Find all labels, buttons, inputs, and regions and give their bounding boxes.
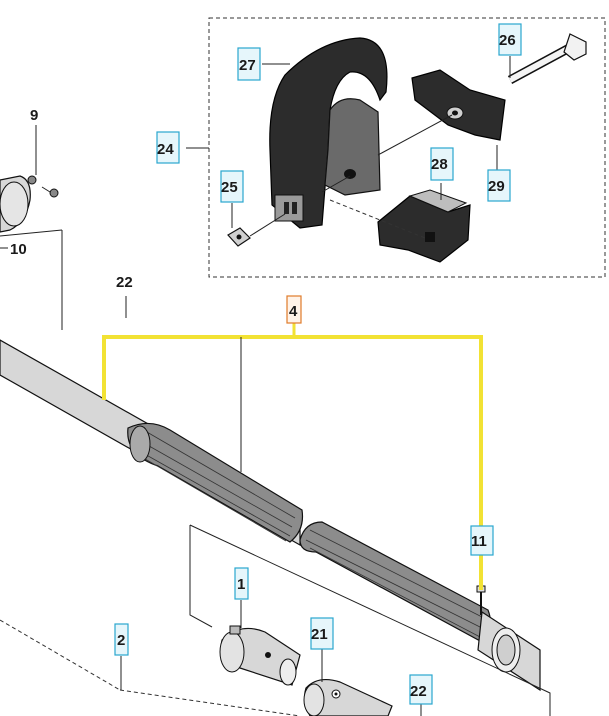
svg-text:21: 21 <box>311 626 328 643</box>
svg-text:28: 28 <box>431 156 448 173</box>
coupling-part-left <box>0 175 59 233</box>
svg-text:11: 11 <box>471 533 487 550</box>
callout-22-upper: 22 <box>116 274 133 291</box>
svg-text:24: 24 <box>157 141 174 158</box>
callout-11: 11 <box>470 525 494 556</box>
callout-10: 10 <box>10 241 27 258</box>
assembly-4-highlight-bracket <box>102 322 483 590</box>
bolt-part <box>507 33 587 84</box>
drive-shaft-tube <box>0 339 304 547</box>
callout-29: 29 <box>487 169 511 202</box>
callout-9: 9 <box>30 107 38 124</box>
clamp-block-part <box>377 189 471 263</box>
svg-text:25: 25 <box>221 179 238 196</box>
assembly-line-block <box>329 199 426 239</box>
coupling-part-21 <box>303 678 393 716</box>
svg-text:22: 22 <box>410 683 427 700</box>
assembly-line-nut <box>321 175 351 193</box>
callout-28: 28 <box>430 147 454 181</box>
callout-24: 24 <box>156 131 180 164</box>
svg-text:9: 9 <box>30 107 38 124</box>
svg-text:26: 26 <box>499 32 516 49</box>
svg-text:4: 4 <box>289 303 298 320</box>
svg-text:29: 29 <box>488 178 505 195</box>
callout-21: 21 <box>310 617 334 650</box>
svg-text:27: 27 <box>239 57 256 74</box>
callout-1: 1 <box>234 567 249 600</box>
svg-text:10: 10 <box>10 241 27 258</box>
square-nut-part <box>227 227 251 247</box>
svg-text:2: 2 <box>117 632 125 649</box>
callout-2: 2 <box>114 623 129 656</box>
callout-27: 27 <box>237 47 261 81</box>
clamp-bracket-part <box>269 37 388 229</box>
callout-25: 25 <box>220 170 244 203</box>
svg-text:22: 22 <box>116 274 133 291</box>
callout-26: 26 <box>498 23 522 56</box>
svg-text:1: 1 <box>237 576 245 593</box>
callout-22-lower: 22 <box>409 674 433 705</box>
drive-shaft-tube-lower <box>299 521 541 692</box>
assembly-line-25 <box>249 213 286 237</box>
wing-nut-part <box>411 69 506 141</box>
assembly-line-bolt <box>377 114 453 156</box>
callout-4: 4 <box>286 295 302 324</box>
inset-detail-frame <box>208 17 606 278</box>
coupling-part-1 <box>219 625 301 686</box>
